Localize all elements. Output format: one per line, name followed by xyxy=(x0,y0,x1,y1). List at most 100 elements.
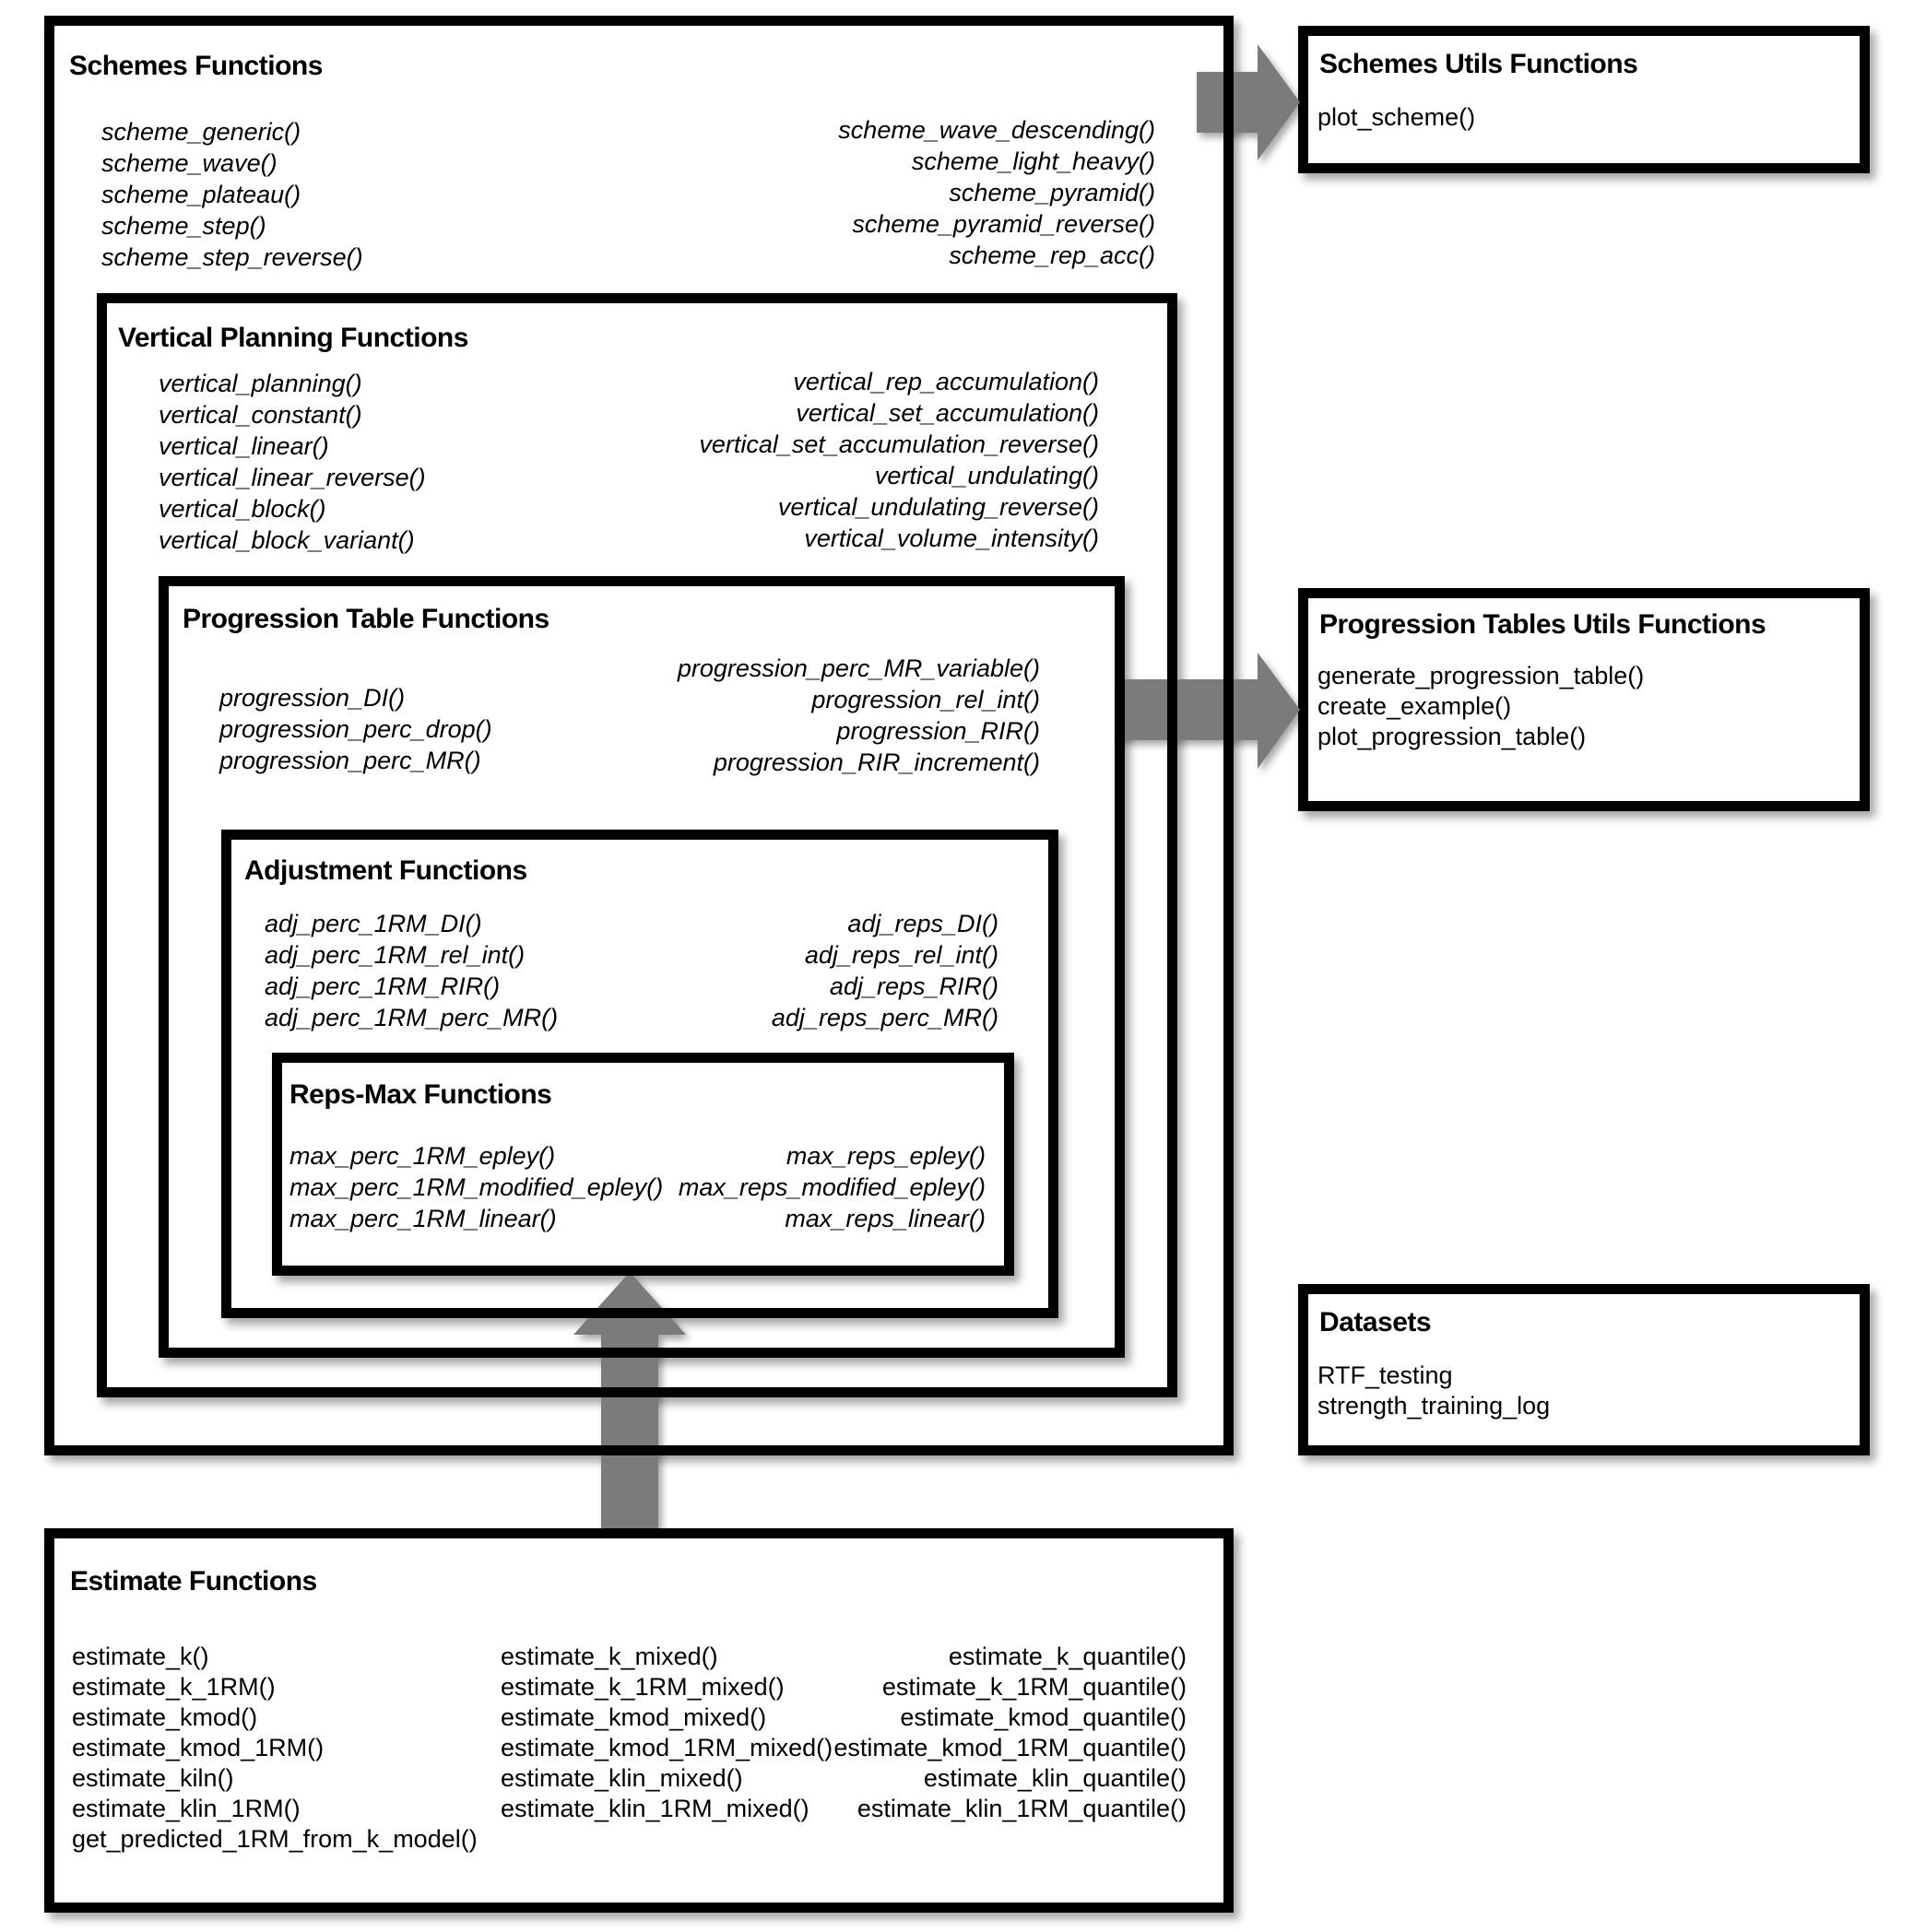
function-item: vertical_block_variant() xyxy=(159,526,415,554)
function-item: scheme_step_reverse() xyxy=(101,243,363,271)
progression-table-right-list: progression_perc_MR_variable() progressi… xyxy=(678,653,1040,778)
estimate-functions-box: Estimate Functions estimate_k() estimate… xyxy=(44,1528,1234,1913)
function-item: estimate_klin_1RM_quantile() xyxy=(857,1795,1187,1822)
datasets-title: Datasets xyxy=(1319,1307,1432,1337)
function-item: adj_perc_1RM_rel_int() xyxy=(265,941,526,969)
function-item: adj_reps_DI() xyxy=(847,910,998,937)
function-item: estimate_kmod() xyxy=(72,1703,258,1731)
function-item: estimate_klin_mixed() xyxy=(501,1764,743,1792)
function-item: adj_reps_RIR() xyxy=(829,972,998,1000)
function-item: vertical_undulating_reverse() xyxy=(777,493,1099,521)
schemes-functions-right-list: scheme_wave_descending() scheme_light_he… xyxy=(838,114,1155,271)
function-item: estimate_k_1RM_quantile() xyxy=(881,1673,1187,1701)
function-item: adj_perc_1RM_RIR() xyxy=(265,972,501,1000)
vertical-planning-left-list: vertical_planning() vertical_constant() … xyxy=(159,368,426,556)
function-item: scheme_pyramid_reverse() xyxy=(852,210,1155,238)
function-item: progression_perc_drop() xyxy=(219,715,492,743)
function-item: get_predicted_1RM_from_k_model() xyxy=(72,1825,478,1853)
function-item: max_reps_modified_epley() xyxy=(678,1173,986,1201)
function-item: progression_rel_int() xyxy=(811,686,1040,713)
function-item: progression_RIR() xyxy=(836,717,1040,745)
function-item: estimate_k_quantile() xyxy=(948,1643,1187,1670)
function-item: estimate_klin_1RM_mixed() xyxy=(501,1795,809,1822)
function-item: progression_DI() xyxy=(219,684,406,712)
estimate-col3-list: estimate_k_quantile() estimate_k_1RM_qua… xyxy=(833,1642,1187,1824)
function-item: estimate_k() xyxy=(72,1643,209,1670)
adjustment-left-list: adj_perc_1RM_DI() adj_perc_1RM_rel_int()… xyxy=(265,908,558,1033)
function-item: progression_perc_MR() xyxy=(219,747,481,774)
function-item: estimate_klin_1RM() xyxy=(72,1795,301,1822)
progression-table-title: Progression Table Functions xyxy=(183,604,549,634)
datasets-box: Datasets RTF_testing strength_training_l… xyxy=(1298,1284,1870,1455)
function-item: vertical_set_accumulation() xyxy=(796,399,1099,427)
function-item: estimate_kiln() xyxy=(72,1764,234,1792)
function-item: vertical_planning() xyxy=(159,370,362,397)
progression-table-left-list: progression_DI() progression_perc_drop()… xyxy=(219,682,492,776)
schemes-utils-list: plot_scheme() xyxy=(1317,102,1475,133)
function-item: estimate_k_mixed() xyxy=(501,1643,718,1670)
function-item: scheme_light_heavy() xyxy=(911,147,1155,175)
function-item: scheme_step() xyxy=(101,212,266,240)
function-item: vertical_constant() xyxy=(159,401,362,429)
function-item: vertical_linear() xyxy=(159,432,329,460)
vertical-planning-title: Vertical Planning Functions xyxy=(118,323,468,353)
function-item: progression_perc_MR_variable() xyxy=(677,654,1040,682)
function-item: estimate_k_1RM() xyxy=(72,1673,276,1701)
datasets-list: RTF_testing strength_training_log xyxy=(1317,1361,1550,1421)
function-item: vertical_set_accumulation_reverse() xyxy=(699,430,1099,458)
function-item: max_reps_epley() xyxy=(786,1142,986,1170)
function-item: scheme_plateau() xyxy=(101,181,301,208)
function-item: scheme_generic() xyxy=(101,118,301,146)
progression-tables-utils-list: generate_progression_table() create_exam… xyxy=(1317,661,1644,752)
adjustment-functions-title: Adjustment Functions xyxy=(244,855,527,886)
function-item: scheme_wave_descending() xyxy=(838,116,1155,144)
function-item: vertical_block() xyxy=(159,495,326,523)
function-item: estimate_k_1RM_mixed() xyxy=(501,1673,785,1701)
function-item: vertical_undulating() xyxy=(874,462,1099,489)
function-item: estimate_kmod_1RM() xyxy=(72,1734,325,1761)
reps-max-left-list: max_perc_1RM_epley() max_perc_1RM_modifi… xyxy=(289,1140,663,1234)
function-item: estimate_kmod_mixed() xyxy=(501,1703,767,1731)
vertical-planning-right-list: vertical_rep_accumulation() vertical_set… xyxy=(699,366,1099,554)
estimate-col1-list: estimate_k() estimate_k_1RM() estimate_k… xyxy=(72,1642,478,1855)
function-item: max_perc_1RM_linear() xyxy=(289,1205,557,1232)
function-item: max_perc_1RM_epley() xyxy=(289,1142,556,1170)
schemes-utils-title: Schemes Utils Functions xyxy=(1319,49,1638,79)
dataset-item: RTF_testing xyxy=(1317,1361,1453,1389)
function-item: plot_scheme() xyxy=(1317,103,1476,131)
function-item: adj_reps_perc_MR() xyxy=(771,1004,998,1031)
function-item: scheme_rep_acc() xyxy=(949,242,1155,269)
schemes-functions-box: Schemes Functions scheme_generic() schem… xyxy=(44,16,1234,1455)
function-item: max_perc_1RM_modified_epley() xyxy=(289,1173,664,1201)
function-item: vertical_linear_reverse() xyxy=(159,464,426,491)
estimate-col2-list: estimate_k_mixed() estimate_k_1RM_mixed(… xyxy=(501,1642,833,1824)
adjustment-right-list: adj_reps_DI() adj_reps_rel_int() adj_rep… xyxy=(772,908,998,1033)
reps-max-right-list: max_reps_epley() max_reps_modified_epley… xyxy=(679,1140,986,1234)
function-item: progression_RIR_increment() xyxy=(713,748,1040,776)
function-item: generate_progression_table() xyxy=(1317,662,1645,689)
function-item: scheme_pyramid() xyxy=(949,179,1155,206)
function-item: plot_progression_table() xyxy=(1317,723,1587,750)
dataset-item: strength_training_log xyxy=(1317,1392,1551,1420)
function-item: estimate_kmod_1RM_mixed() xyxy=(501,1734,833,1761)
function-item: scheme_wave() xyxy=(101,149,278,177)
function-item: estimate_kmod_1RM_quantile() xyxy=(833,1734,1187,1761)
estimate-functions-title: Estimate Functions xyxy=(70,1566,317,1596)
schemes-functions-title: Schemes Functions xyxy=(69,51,323,81)
adjustment-functions-box: Adjustment Functions adj_perc_1RM_DI() a… xyxy=(221,830,1058,1318)
progression-table-functions-box: Progression Table Functions progression_… xyxy=(159,576,1125,1358)
function-item: max_reps_linear() xyxy=(785,1205,986,1232)
function-item: adj_perc_1RM_DI() xyxy=(265,910,482,937)
schemes-utils-functions-box: Schemes Utils Functions plot_scheme() xyxy=(1298,26,1870,173)
function-item: estimate_klin_quantile() xyxy=(923,1764,1187,1792)
function-item: estimate_kmod_quantile() xyxy=(900,1703,1187,1731)
function-item: adj_reps_rel_int() xyxy=(804,941,998,969)
function-item: create_example() xyxy=(1317,692,1512,720)
reps-max-title: Reps-Max Functions xyxy=(289,1079,552,1110)
function-item: vertical_rep_accumulation() xyxy=(793,368,1099,395)
vertical-planning-functions-box: Vertical Planning Functions vertical_pla… xyxy=(97,293,1177,1397)
progression-tables-utils-box: Progression Tables Utils Functions gener… xyxy=(1298,588,1870,811)
reps-max-functions-box: Reps-Max Functions max_perc_1RM_epley() … xyxy=(272,1053,1014,1276)
progression-tables-utils-title: Progression Tables Utils Functions xyxy=(1319,609,1766,640)
